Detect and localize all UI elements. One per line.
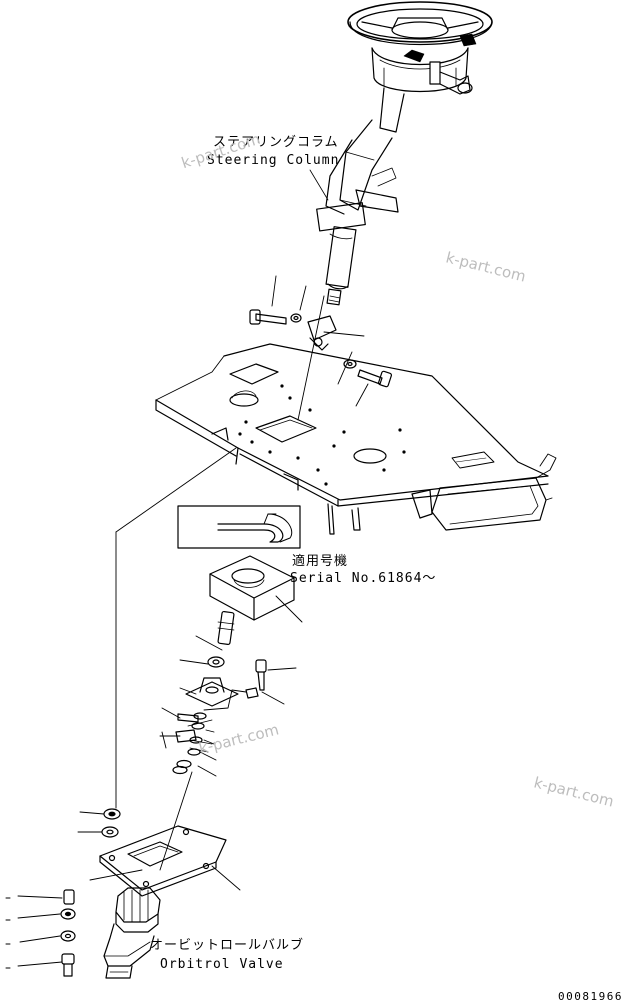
mounting-plate <box>99 825 227 897</box>
column-fasteners <box>249 309 392 388</box>
rubber-pad <box>209 555 295 621</box>
drawing-number: 00081966 <box>558 990 623 1003</box>
steering-column-label-jp: ステアリングコラム <box>213 135 339 150</box>
leader-lines-middle <box>115 447 303 871</box>
leader-steering-label <box>309 169 329 201</box>
leader-lines-lower <box>17 811 143 967</box>
steering-wheel <box>347 1 493 95</box>
floor-plate <box>155 343 557 535</box>
margin-ticks <box>5 897 11 969</box>
serial-label-en: Serial No.61864〜 <box>290 571 437 586</box>
orbitrol-valve <box>103 887 161 979</box>
orbitrol-label-jp: オービットロールバルブ <box>150 938 305 953</box>
leader-plate <box>211 865 241 891</box>
orbitrol-label-en: Orbitrol Valve <box>160 957 284 972</box>
steering-column-label-en: Steering Column <box>207 153 340 168</box>
steering-column <box>316 87 405 306</box>
serial-label-jp: 適用号機 <box>292 554 349 569</box>
leader-lines-upper <box>271 275 369 421</box>
left-fasteners <box>60 808 121 977</box>
u-bolt-inset <box>177 505 301 549</box>
